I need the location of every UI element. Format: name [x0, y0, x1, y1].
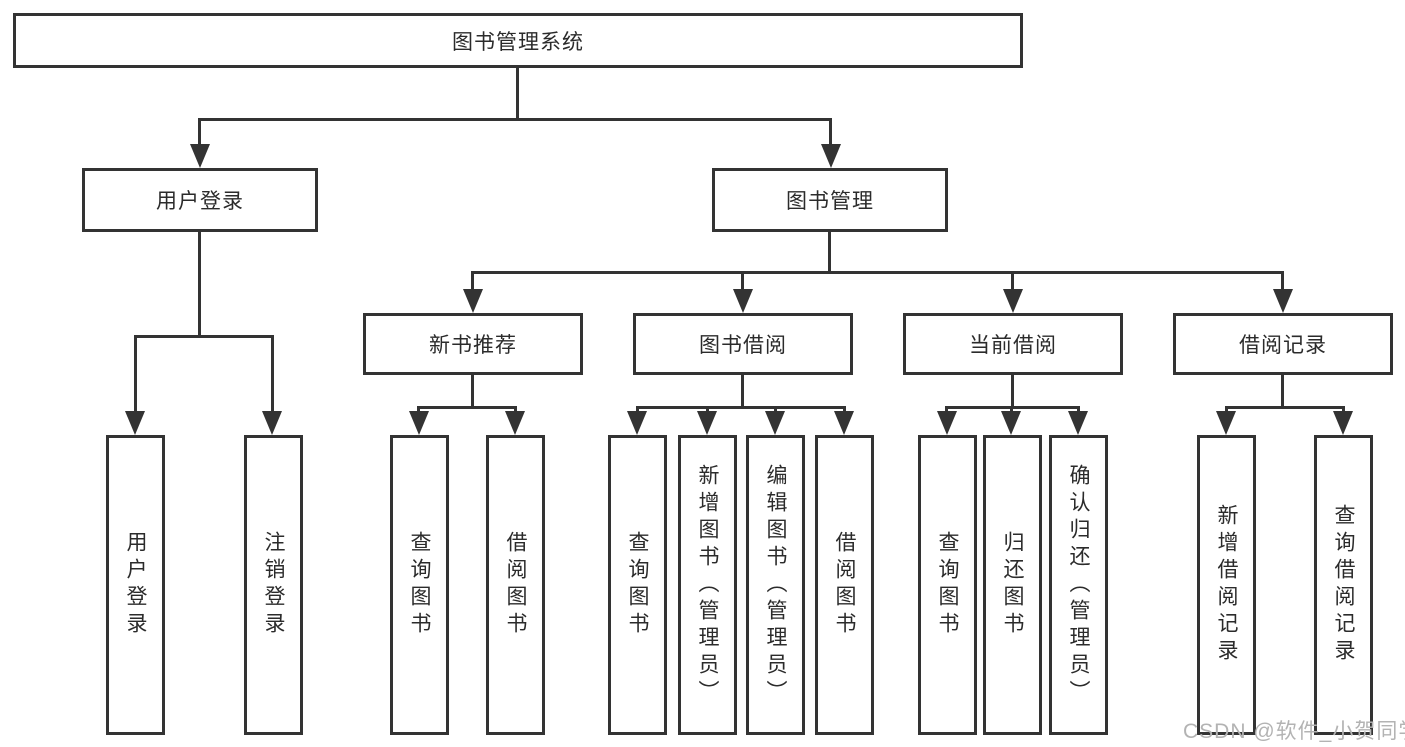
- connector-line: [774, 406, 777, 414]
- node-book-management-label: 图书管理: [786, 190, 874, 213]
- connector-line: [271, 335, 274, 415]
- arrow-down-icon: [1068, 411, 1088, 435]
- leaf-current-query-books-label: 查询图书: [936, 531, 959, 639]
- node-borrow-records-label: 借阅记录: [1239, 334, 1327, 357]
- connector-line: [1225, 406, 1228, 414]
- connector-line: [829, 118, 832, 148]
- leaf-current-query-books: 查询图书: [918, 435, 977, 735]
- connector-line: [1077, 406, 1080, 414]
- leaf-borrow-edit-books-admin: 编辑图书（管理员）: [746, 435, 805, 735]
- leaf-current-return-books: 归还图书: [983, 435, 1042, 735]
- connector-line: [1225, 406, 1345, 409]
- connector-line: [1010, 406, 1013, 414]
- connector-line: [471, 271, 1284, 274]
- node-new-book-recommend: 新书推荐: [363, 313, 583, 375]
- leaf-user-login-label: 用户登录: [124, 531, 147, 639]
- arrow-down-icon: [765, 411, 785, 435]
- leaf-borrow-add-books-admin-label: 新增图书（管理员）: [696, 463, 719, 707]
- arrow-down-icon: [1333, 411, 1353, 435]
- leaf-borrow-add-books-admin: 新增图书（管理员）: [678, 435, 737, 735]
- connector-line: [706, 406, 709, 414]
- arrow-down-icon: [125, 411, 145, 435]
- leaf-borrow-borrow-books-label: 借阅图书: [833, 531, 856, 639]
- leaf-logout: 注销登录: [244, 435, 303, 735]
- node-current-borrow-label: 当前借阅: [969, 334, 1057, 357]
- node-book-management: 图书管理: [712, 168, 948, 232]
- connector-line: [636, 406, 846, 409]
- arrow-down-icon: [697, 411, 717, 435]
- connector-line: [471, 271, 474, 293]
- leaf-borrow-query-books: 查询图书: [608, 435, 667, 735]
- connector-line: [134, 335, 137, 415]
- leaf-borrow-borrow-books: 借阅图书: [815, 435, 874, 735]
- connector-line: [843, 406, 846, 414]
- connector-line: [1011, 373, 1014, 406]
- leaf-records-query-record-label: 查询借阅记录: [1332, 504, 1355, 666]
- connector-line: [945, 406, 948, 414]
- node-root: 图书管理系统: [13, 13, 1023, 68]
- connector-line: [1342, 406, 1345, 414]
- leaf-newbook-query-books-label: 查询图书: [408, 531, 431, 639]
- leaf-records-add-record-label: 新增借阅记录: [1215, 504, 1238, 666]
- connector-line: [1011, 271, 1014, 293]
- leaf-borrow-query-books-label: 查询图书: [626, 531, 649, 639]
- connector-line: [514, 406, 517, 414]
- connector-line: [741, 373, 744, 406]
- leaf-newbook-borrow-books-label: 借阅图书: [504, 531, 527, 639]
- connector-line: [417, 406, 517, 409]
- leaf-records-add-record: 新增借阅记录: [1197, 435, 1256, 735]
- arrow-down-icon: [1216, 411, 1236, 435]
- arrow-down-icon: [409, 411, 429, 435]
- arrow-down-icon: [1001, 411, 1021, 435]
- node-root-label: 图书管理系统: [452, 30, 584, 54]
- arrow-down-icon: [821, 144, 841, 168]
- arrow-down-icon: [463, 289, 483, 313]
- connector-line: [198, 118, 832, 121]
- node-new-book-recommend-label: 新书推荐: [429, 334, 517, 357]
- arrow-down-icon: [733, 289, 753, 313]
- node-borrow-records: 借阅记录: [1173, 313, 1393, 375]
- connector-line: [636, 406, 639, 414]
- leaf-newbook-query-books: 查询图书: [390, 435, 449, 735]
- connector-line: [471, 373, 474, 406]
- arrow-down-icon: [505, 411, 525, 435]
- leaf-current-confirm-return-admin-label: 确认归还（管理员）: [1067, 463, 1090, 707]
- leaf-current-confirm-return-admin: 确认归还（管理员）: [1049, 435, 1108, 735]
- arrow-down-icon: [190, 144, 210, 168]
- arrow-down-icon: [262, 411, 282, 435]
- leaf-newbook-borrow-books: 借阅图书: [486, 435, 545, 735]
- node-current-borrow: 当前借阅: [903, 313, 1123, 375]
- csdn-watermark: CSDN @软件_小贺同学: [1183, 720, 1405, 743]
- connector-line: [198, 118, 201, 148]
- leaf-user-login: 用户登录: [106, 435, 165, 735]
- connector-line: [417, 406, 420, 414]
- connector-line: [1281, 271, 1284, 293]
- node-user-login-label: 用户登录: [156, 190, 244, 213]
- arrow-down-icon: [627, 411, 647, 435]
- node-user-login: 用户登录: [82, 168, 318, 232]
- node-book-borrow: 图书借阅: [633, 313, 853, 375]
- connector-line: [198, 230, 201, 335]
- arrow-down-icon: [1273, 289, 1293, 313]
- node-book-borrow-label: 图书借阅: [699, 334, 787, 357]
- leaf-records-query-record: 查询借阅记录: [1314, 435, 1373, 735]
- arrow-down-icon: [937, 411, 957, 435]
- arrow-down-icon: [1003, 289, 1023, 313]
- leaf-borrow-edit-books-admin-label: 编辑图书（管理员）: [764, 463, 787, 707]
- connector-line: [516, 66, 519, 120]
- connector-line: [741, 271, 744, 293]
- leaf-logout-label: 注销登录: [262, 531, 285, 639]
- leaf-current-return-books-label: 归还图书: [1001, 531, 1024, 639]
- connector-line: [1281, 373, 1284, 406]
- arrow-down-icon: [834, 411, 854, 435]
- connector-line: [134, 335, 274, 338]
- connector-line: [828, 230, 831, 272]
